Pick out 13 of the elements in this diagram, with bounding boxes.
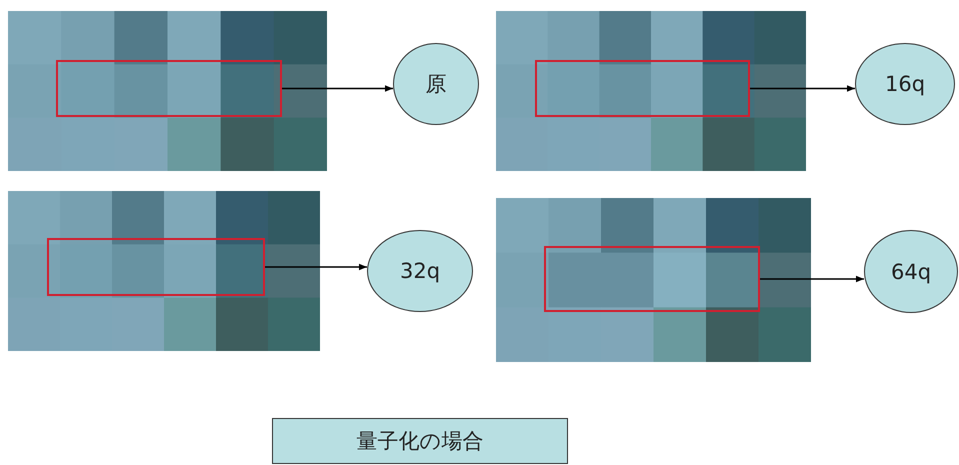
level-ellipse: 原 <box>393 43 479 125</box>
highlight-frame <box>47 238 265 296</box>
highlight-frame <box>535 60 750 117</box>
arrow <box>750 85 855 92</box>
caption-box: 量子化の場合 <box>272 418 568 464</box>
level-ellipse: 32q <box>367 230 473 312</box>
arrow <box>282 85 393 92</box>
arrow <box>265 264 367 270</box>
level-ellipse: 64q <box>864 230 958 313</box>
arrow <box>760 276 864 282</box>
level-ellipse: 16q <box>855 43 955 125</box>
highlight-frame <box>56 60 282 117</box>
highlight-frame <box>544 246 760 312</box>
